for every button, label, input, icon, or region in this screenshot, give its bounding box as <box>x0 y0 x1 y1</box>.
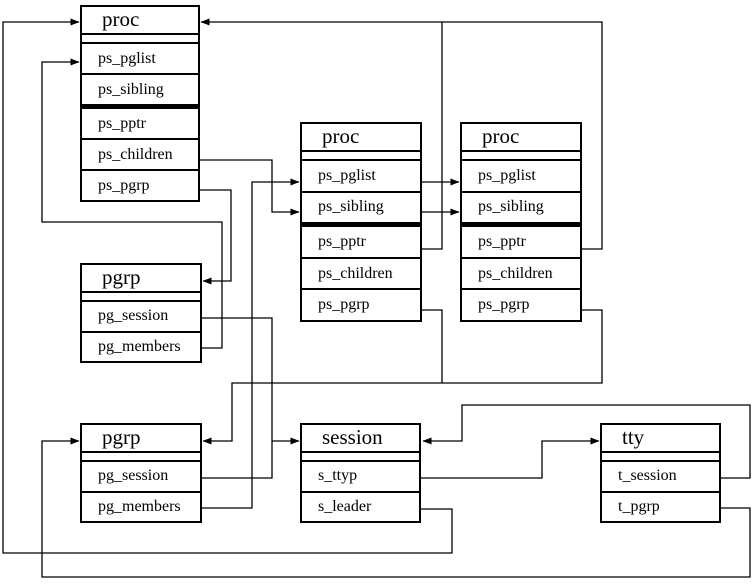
proc-middle-field-ps_sibling: ps_sibling <box>302 193 420 225</box>
pgrp-upper-field-pg_session: pg_session <box>82 302 200 333</box>
tty-title: tty <box>602 425 719 453</box>
pointer-proc-middle-ps_pgrp-join-to-pgrp-line <box>422 309 443 383</box>
pointer-pgrp-lower-pg_members-to-proc-middle-ps_pglist <box>202 178 300 509</box>
proc-top-left-title-separator <box>82 35 198 44</box>
pgrp-upper-title: pgrp <box>82 265 200 293</box>
proc-middle-field-ps_pgrp: ps_pgrp <box>318 296 370 314</box>
struct-box-pgrp-lower: pgrp pg_session pg_members <box>80 423 202 523</box>
pointer-session-s_leader-to-proc-top-left-title <box>2 18 453 554</box>
pgrp-lower-field-pg_members: pg_members <box>98 497 181 515</box>
proc-top-left-field-ps_children: ps_children <box>82 140 198 171</box>
session-title: session <box>302 425 419 453</box>
proc-middle-title: proc <box>302 124 420 152</box>
proc-right-field-ps_sibling: ps_sibling <box>462 193 580 225</box>
pgrp-lower-field-pg_session: pg_session <box>82 462 200 493</box>
pointer-tty-t_pgrp-to-pgrp-lower-title <box>41 437 751 578</box>
pointer-proc-right-ps_pptr-to-proc-top-left-title <box>200 18 603 250</box>
proc-right-field-ps_pgrp: ps_pgrp <box>478 296 530 314</box>
proc-right-field-ps_pptr: ps_pptr <box>462 224 580 259</box>
proc-top-left-field-ps_pglist: ps_pglist <box>82 44 198 75</box>
pointer-tty-t_session-to-session-title <box>422 404 751 479</box>
proc-right-title: proc <box>462 124 580 152</box>
proc-top-left-field-ps_sibling: ps_sibling <box>82 75 198 106</box>
pgrp-lower-title-separator <box>82 453 200 462</box>
session-title-separator <box>302 453 419 462</box>
pgrp-lower-title: pgrp <box>82 425 200 453</box>
proc-middle-field-ps_children: ps_children <box>302 259 420 291</box>
struct-box-pgrp-upper: pgrp pg_session pg_members <box>80 263 202 363</box>
session-field-s_ttyp: s_ttyp <box>302 462 419 493</box>
proc-middle-field-ps_pglist: ps_pglist <box>302 161 420 193</box>
tty-field-t_pgrp: t_pgrp <box>618 497 660 515</box>
pointer-pgrp-upper-pg_members-to-proc-top-left-ps_pglist <box>41 58 223 349</box>
proc-middle-field-ps_pptr: ps_pptr <box>302 224 420 259</box>
pointer-proc-right-ps_pgrp-to-pgrp-lower-title <box>202 309 603 445</box>
proc-right-field-ps_children: ps_children <box>462 259 580 291</box>
pointer-pgrp-lower-pg_session-join-to-session-line <box>202 441 273 479</box>
tty-title-separator <box>602 453 719 462</box>
pointer-session-s_ttyp-to-tty-title <box>421 437 600 479</box>
struct-box-tty: tty t_session t_pgrp <box>600 423 721 523</box>
pointer-proc-top-left-ps_pgrp-to-pgrp-upper-title <box>200 189 232 285</box>
struct-box-session: session s_ttyp s_leader <box>300 423 421 523</box>
pointer-pgrp-upper-pg_session-to-session-title <box>202 317 300 445</box>
pointer-proc-middle-ps_pptr-join-to-parent-line <box>422 22 443 250</box>
proc-top-left-field-ps_pgrp: ps_pgrp <box>98 176 150 194</box>
tty-field-t_session: t_session <box>602 462 719 493</box>
proc-middle-title-separator <box>302 152 420 161</box>
proc-top-left-field-ps_pptr: ps_pptr <box>82 106 198 140</box>
pgrp-upper-field-pg_members: pg_members <box>98 337 181 355</box>
proc-right-title-separator <box>462 152 580 161</box>
session-field-s_leader: s_leader <box>318 497 372 515</box>
pgrp-upper-title-separator <box>82 293 200 302</box>
proc-top-left-title: proc <box>82 7 198 35</box>
proc-right-field-ps_pglist: ps_pglist <box>462 161 580 193</box>
pointer-proc-top-left-ps_children-to-proc-middle-ps_sibling <box>200 159 300 216</box>
